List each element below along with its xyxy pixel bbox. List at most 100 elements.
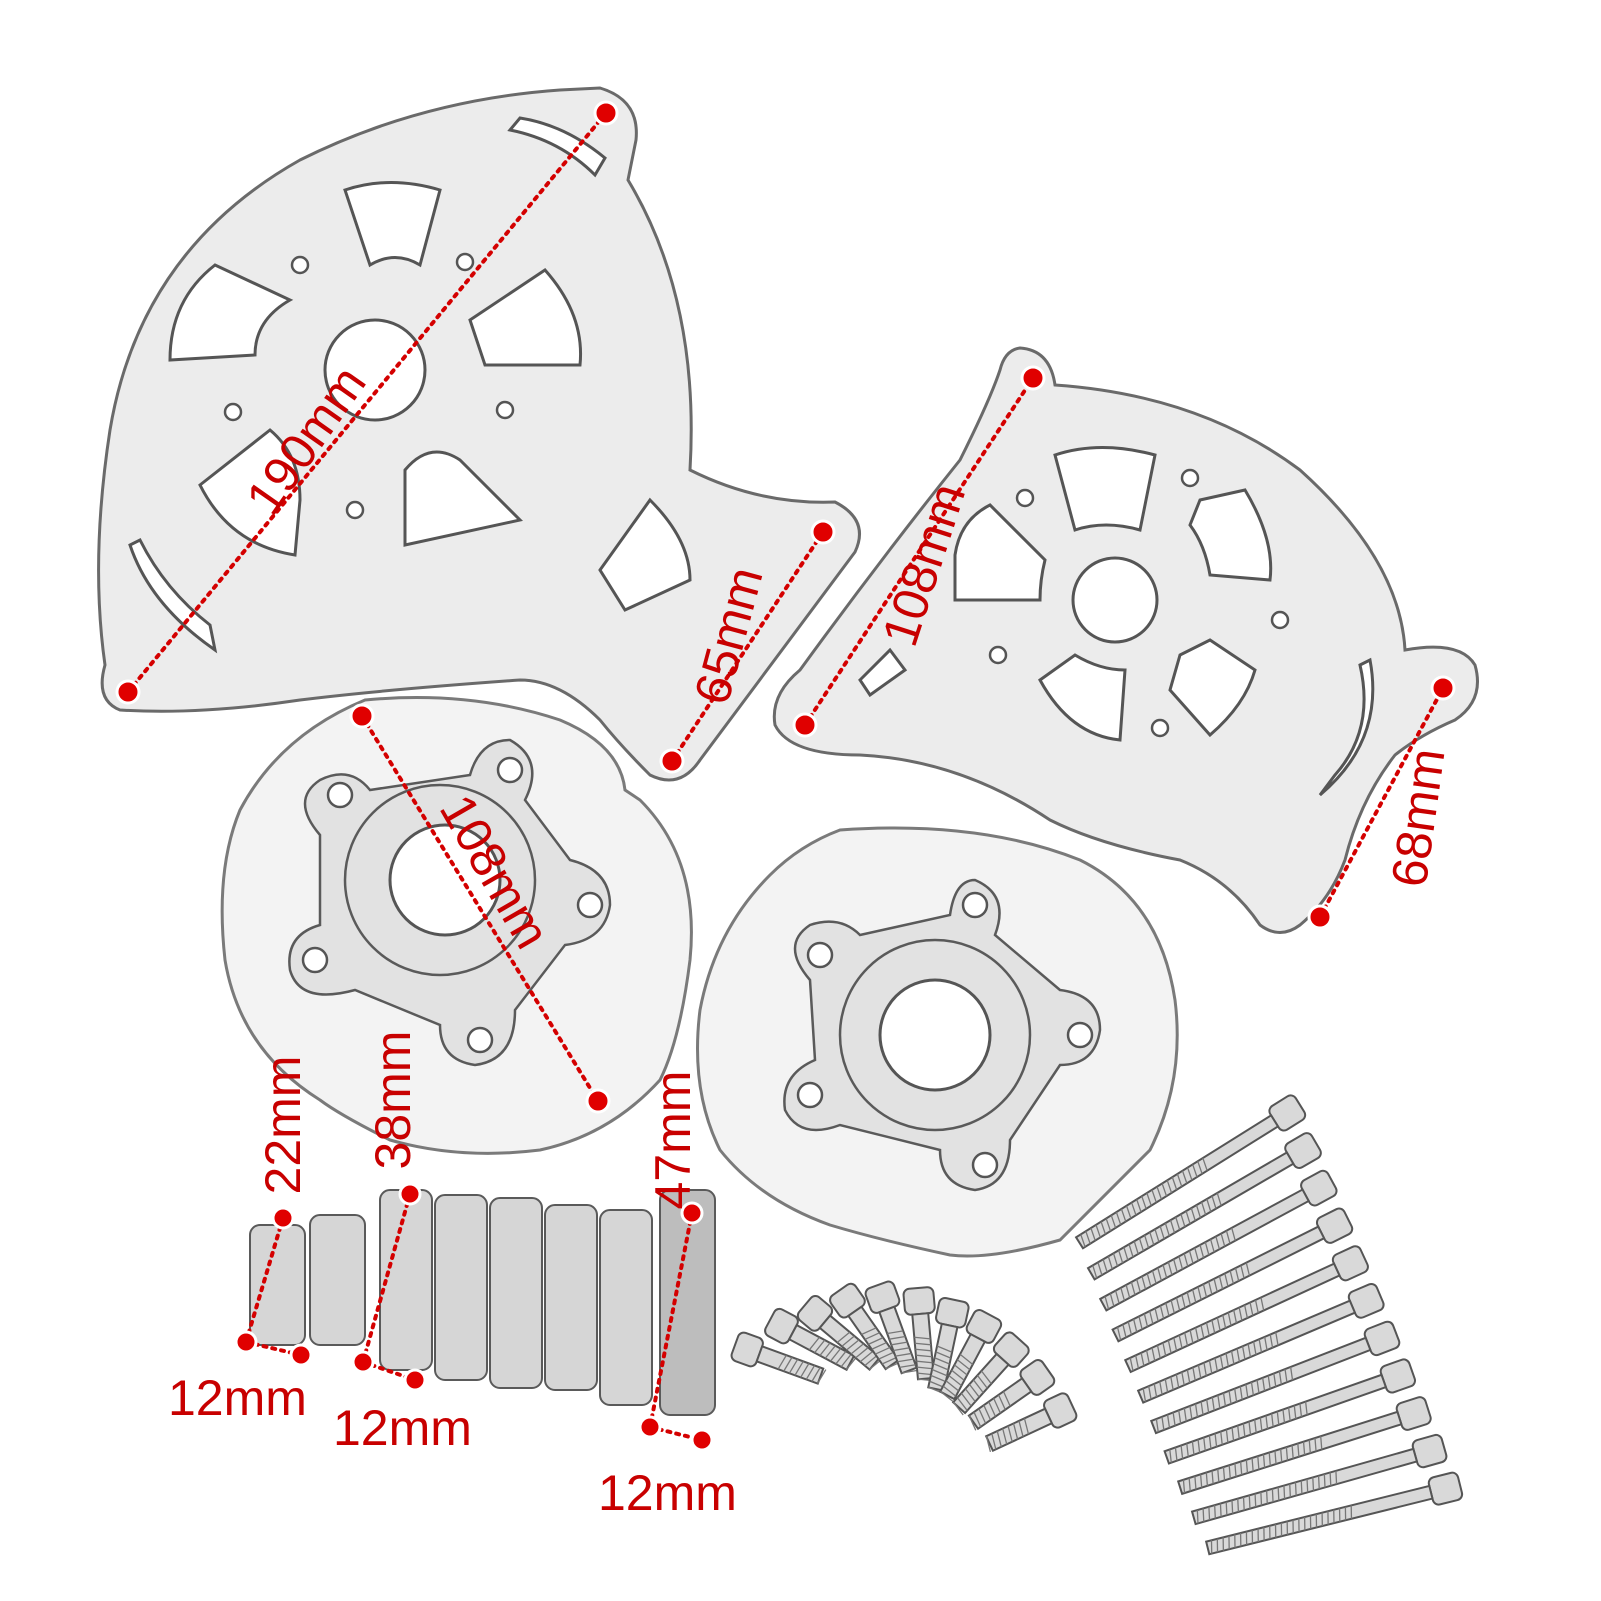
small-cover-bolt-hole	[1015, 488, 1035, 508]
large-cover-window	[343, 181, 442, 268]
left-hub-bolt-hole	[301, 946, 329, 974]
bolt	[796, 1294, 883, 1372]
large-cover-window	[168, 263, 294, 362]
spacer-set	[249, 1189, 716, 1416]
spacer-short	[309, 1214, 366, 1346]
dimension-point	[593, 100, 619, 126]
spacer-medium	[544, 1204, 598, 1391]
bolt	[951, 1331, 1030, 1416]
small-cover-bolt-hole	[1180, 468, 1200, 488]
dimension-point	[403, 1368, 427, 1392]
bolt	[1176, 1396, 1432, 1496]
large-cover-bolt-hole	[455, 252, 475, 272]
bolt	[1074, 1094, 1307, 1250]
small-cover-bolt-hole	[1270, 610, 1290, 630]
dimension-point	[585, 1088, 611, 1114]
dimension-point	[690, 1428, 714, 1452]
large-cover-bolt-hole	[223, 402, 243, 422]
dimension-point	[115, 679, 141, 705]
right-hub-bore	[878, 978, 992, 1092]
small-cover-window	[1038, 653, 1127, 742]
large-cover-slot	[507, 116, 607, 178]
bolt	[1136, 1282, 1385, 1404]
short-bolt-set	[730, 1280, 1078, 1453]
left-hub-bolt-hole	[576, 891, 604, 919]
dimension-point	[659, 748, 685, 774]
small-cover-bolt-hole	[1150, 718, 1170, 738]
label-spacer-medium-diameter: 12mm	[333, 1400, 472, 1456]
bolt	[1111, 1207, 1354, 1343]
large-cover-slot	[128, 537, 218, 654]
small-cover-window	[1053, 446, 1157, 532]
small-cover-window	[1188, 488, 1273, 582]
bolt	[1086, 1132, 1322, 1281]
right-hub-bolt-hole	[796, 1081, 824, 1109]
bolt	[967, 1359, 1056, 1431]
right-hub-bolt-hole	[971, 1151, 999, 1179]
bolt	[1163, 1358, 1416, 1465]
spacer-medium	[489, 1197, 543, 1389]
dimension-point	[351, 1350, 375, 1374]
right-hub-bolt-hole	[806, 941, 834, 969]
label-spacer-long-diameter: 12mm	[598, 1465, 737, 1521]
large-cover-window	[403, 450, 524, 547]
dimension-point	[638, 1415, 662, 1439]
small-cover-slot	[1318, 657, 1375, 797]
large-cover-window	[198, 428, 302, 557]
label-spacer-short-diameter: 12mm	[168, 1370, 307, 1426]
spacer-medium	[379, 1189, 433, 1371]
bolt	[1204, 1471, 1464, 1556]
label-spacer-short-height: 22mm	[255, 1056, 311, 1195]
bolt	[927, 1296, 970, 1394]
dimension-annotations	[115, 100, 1456, 1452]
spacer-medium	[599, 1209, 653, 1406]
dimension-point	[234, 1330, 258, 1354]
dimension-point	[349, 703, 375, 729]
spacer-long	[659, 1189, 716, 1416]
dimension-point	[1307, 904, 1333, 930]
bolt	[829, 1282, 901, 1371]
bolt	[984, 1392, 1078, 1453]
bolt	[1098, 1169, 1338, 1312]
large-cover-window	[598, 497, 692, 612]
right-hub-bolt-hole	[1066, 1021, 1094, 1049]
large-cover-bolt-hole	[495, 400, 515, 420]
large-cover-center-hole	[323, 318, 427, 422]
spacer-medium	[434, 1194, 488, 1381]
label-spacer-medium-height: 38mm	[365, 1031, 421, 1170]
bolt	[864, 1280, 918, 1375]
small-cover-window	[858, 647, 908, 698]
left-hub-adapter	[220, 696, 693, 1155]
large-cover-bolt-hole	[345, 500, 365, 520]
dimension-point	[1020, 365, 1046, 391]
dimension-point	[680, 1201, 704, 1225]
long-bolt-set	[1074, 1094, 1464, 1556]
small-cover-window	[1168, 638, 1257, 738]
right-hub-adapter	[696, 826, 1179, 1258]
bolt	[902, 1286, 936, 1382]
dimension-point	[810, 519, 836, 545]
bolt	[764, 1307, 858, 1372]
small-cover-bolt-hole	[988, 645, 1008, 665]
label-small-cover-tab: 68mm	[1381, 745, 1456, 890]
right-hub-bolt-hole	[961, 891, 989, 919]
small-cover-plate	[772, 346, 1479, 934]
left-hub-bolt-hole	[326, 781, 354, 809]
bolt	[730, 1331, 827, 1385]
small-cover-window	[953, 503, 1047, 602]
bolt	[1149, 1320, 1401, 1435]
label-spacer-long-height: 47mm	[645, 1071, 701, 1210]
left-hub-bore	[388, 823, 502, 937]
bolt	[938, 1309, 1003, 1403]
left-hub-bolt-hole	[496, 756, 524, 784]
large-cover-plate	[97, 86, 861, 782]
dimension-point	[1430, 675, 1456, 701]
bolt	[1190, 1433, 1448, 1526]
spacer-short	[249, 1224, 306, 1346]
large-cover-bolt-hole	[290, 255, 310, 275]
bolt	[1123, 1245, 1369, 1374]
dimension-point	[398, 1182, 422, 1206]
dimension-point	[289, 1343, 313, 1367]
left-hub-bolt-hole	[466, 1026, 494, 1054]
